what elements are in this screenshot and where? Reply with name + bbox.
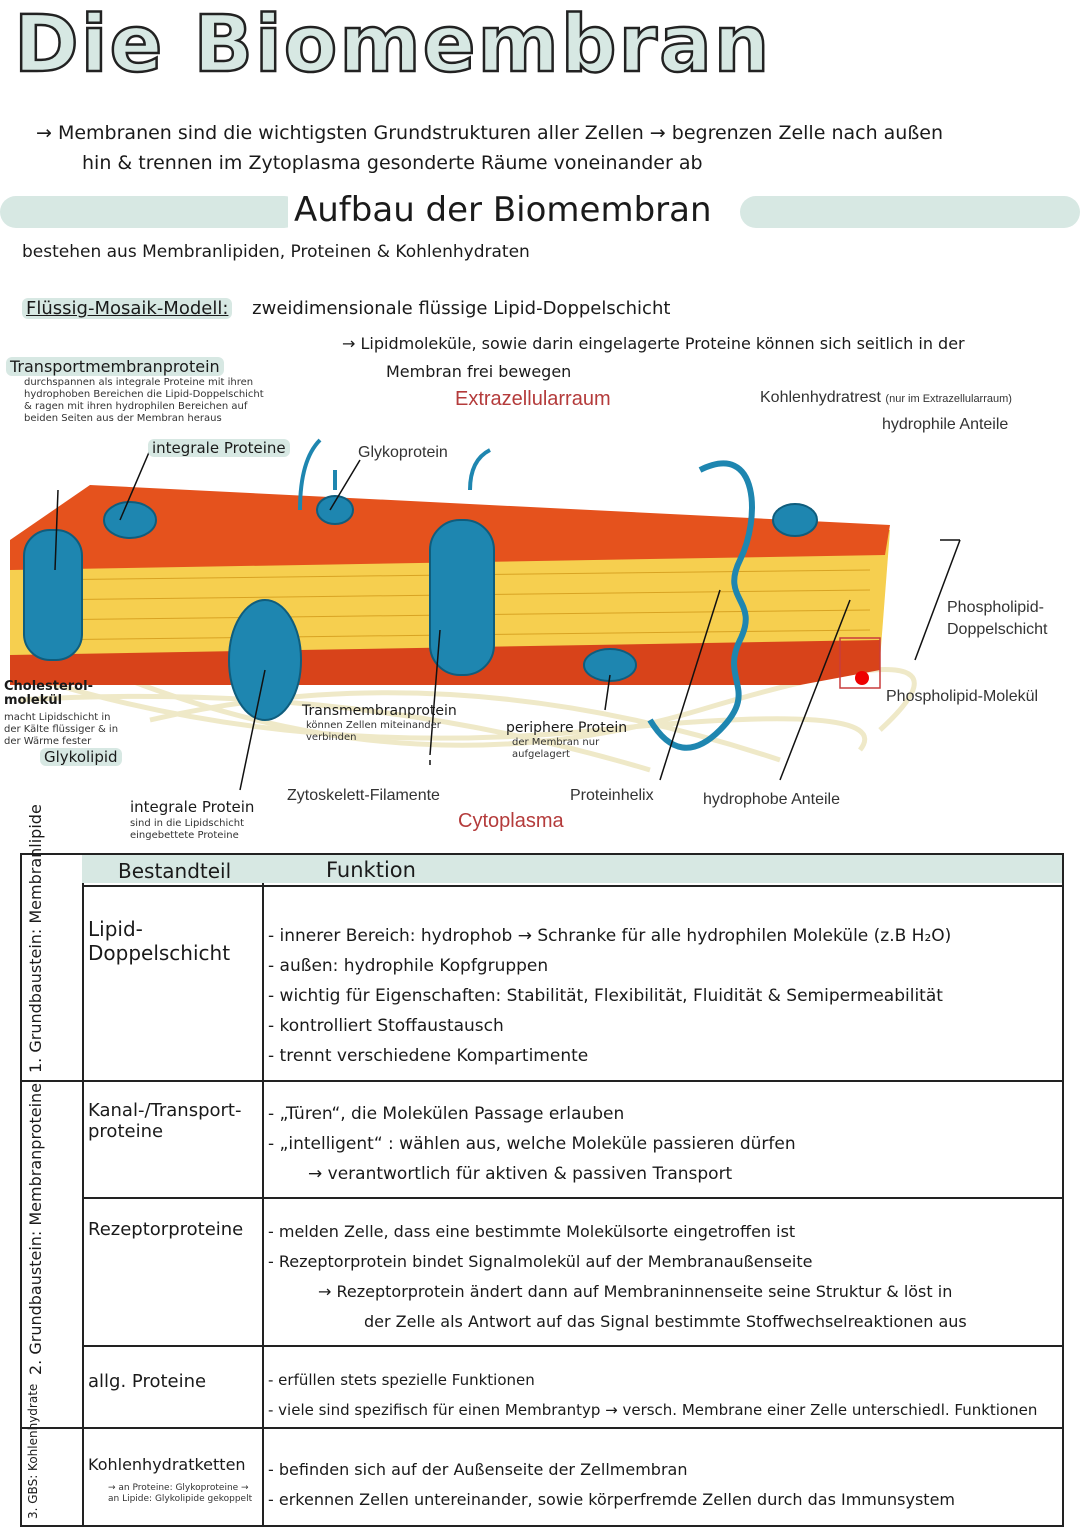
group-proteins: 2. Grundbaustein: Membranproteine [26,1083,45,1375]
row-lines: - melden Zelle, dass eine bestimmte Mole… [268,1217,967,1337]
function-table: Bestandteil Funktion 1. Grundbaustein: M… [20,853,1064,1527]
row-name: Kohlenhydratketten [88,1455,246,1474]
row-name: allg. Proteine [88,1371,206,1392]
row-lines: - erfüllen stets spezielle Funktionen - … [268,1365,1037,1425]
helix-label: Proteinhelix [570,787,654,805]
integral-protein-desc: sind in die Lipidschicht eingebettete Pr… [130,818,280,842]
arrow-icon: → [36,122,52,144]
row-lines: - innerer Bereich: hydrophob → Schranke … [268,921,951,1071]
model-desc: → Lipidmoleküle, sowie darin eingelagert… [342,330,965,386]
phospholipid-bilayer-label: Phospholipid-Doppelschicht [947,597,1067,641]
peripheral-desc: der Membran nur aufgelagert [512,737,622,761]
row-lines: - „Türen“, die Molekülen Passage erlaube… [268,1099,796,1189]
cholesterol-label: Cholesterol-molekül [4,680,74,708]
cytoskeleton-label: Zytoskelett-Filamente [287,787,440,805]
row-name: Kanal-/Transport-proteine [88,1100,258,1142]
integral-protein-label: integrale Protein [130,798,254,816]
section-title: Aufbau der Biomembran [288,190,718,230]
page-title: Die Biomembran [14,0,771,90]
header-component: Bestandteil [118,859,231,883]
subtitle: bestehen aus Membranlipiden, Proteinen &… [22,242,530,262]
hydrophobic-label: hydrophobe Anteile [703,791,840,809]
transport-protein-label: Transportmembranprotein [6,357,224,376]
row-name: Lipid-Doppelschicht [88,917,258,965]
transmembrane-label: Transmembranprotein [302,703,457,719]
glycolipid-label: Glykolipid [40,748,122,766]
transport-protein-desc: durchspannen als integrale Proteine mit … [24,377,274,425]
cytoplasm-label: Cytoplasma [458,810,564,833]
extracellular-label: Extrazellularraum [455,388,611,411]
group-carbs: 3. GBS: Kohlenhydrate [26,1384,40,1519]
cholesterol-desc: macht Lipidschicht in der Kälte flüssige… [4,712,129,748]
row-name: Rezeptorproteine [88,1219,243,1240]
glycoprotein-label: Glykoprotein [358,444,448,462]
model-heading: Flüssig-Mosaik-Modell: zweidimensionale … [22,298,670,319]
phospholipid-molecule-label: Phospholipid-Molekül [886,688,1038,706]
carb-rest-label: Kohlenhydratrest (nur im Extrazellularra… [760,389,1012,407]
hydrophilic-label: hydrophile Anteile [882,416,1008,434]
group-lipids: 1. Grundbaustein: Membranlipide [26,804,45,1073]
row-note: → an Proteine: Glykoproteine → an Lipide… [108,1483,258,1505]
transmembrane-desc: können Zellen miteinander verbinden [306,720,476,744]
integral-proteins-label: integrale Proteine [148,439,290,457]
intro-text: → Membranen sind die wichtigsten Grundst… [36,118,1066,178]
header-function: Funktion [326,855,416,885]
peripheral-label: periphere Protein [506,720,627,736]
row-lines: - befinden sich auf der Außenseite der Z… [268,1455,955,1515]
